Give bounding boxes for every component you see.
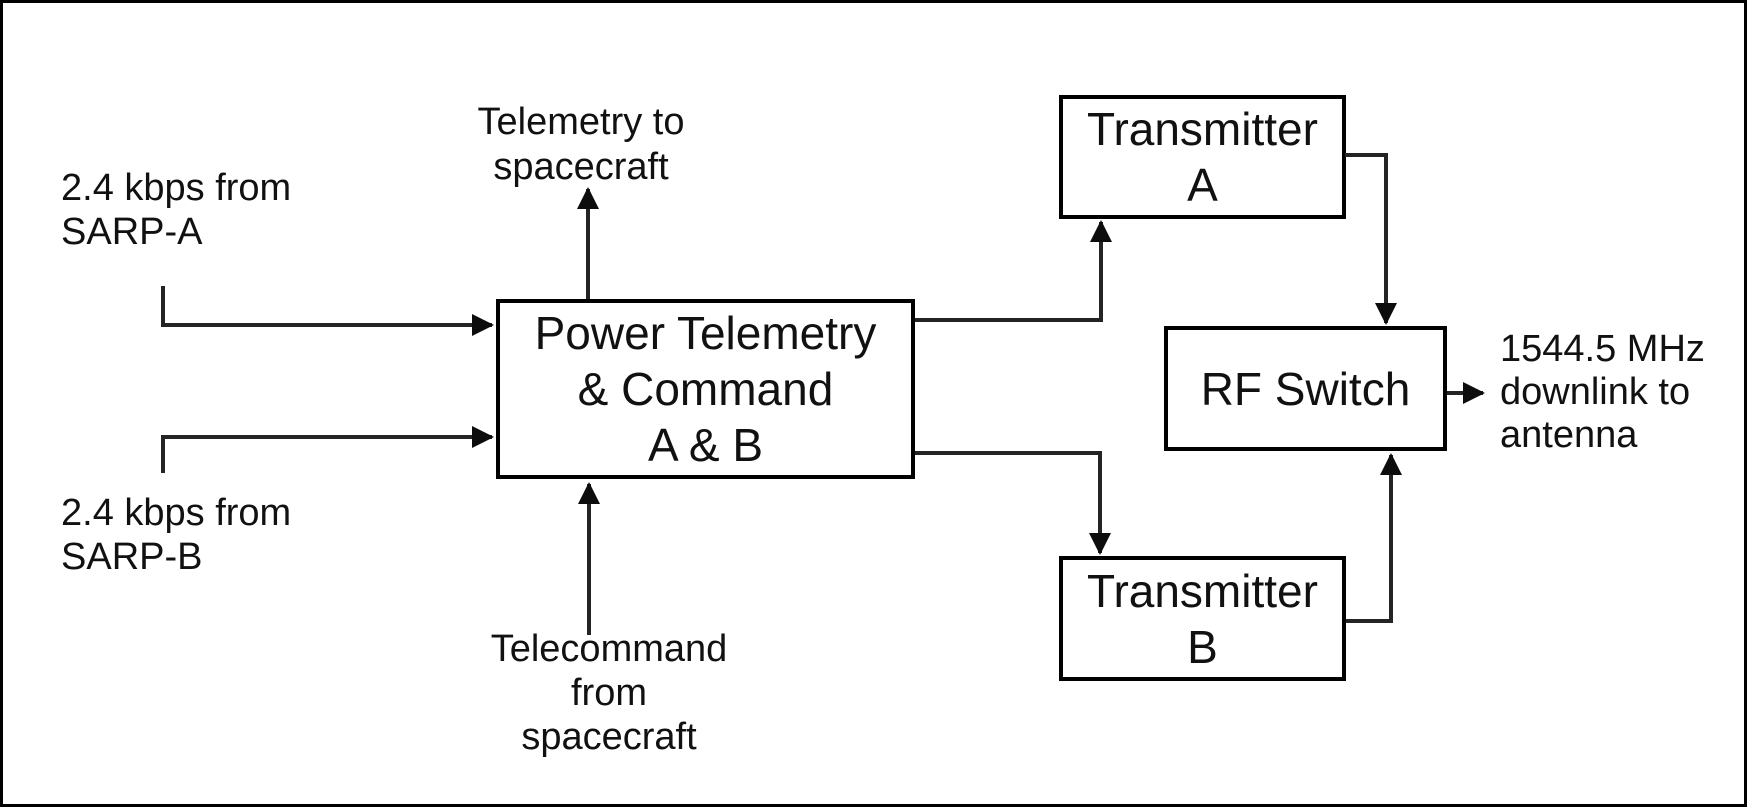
label-telemetry-output: Telemetry to spacecraft: [477, 101, 685, 188]
label-downlink-output: 1544.5 MHz downlink to antenna: [1500, 328, 1705, 456]
label-sarp-a-input: 2.4 kbps from SARP-A: [61, 167, 292, 253]
block-rf-switch: RF Switch: [1164, 326, 1447, 451]
connector-transmitter-b-to-rf-switch: [1346, 453, 1402, 623]
block-transmitter-b: Transmitter B: [1059, 556, 1346, 681]
connector-transmitter-a-to-rf-switch: [1345, 153, 1397, 325]
block-transmitter-a: Transmitter A: [1059, 95, 1346, 219]
connector-sarpa-to-power: [161, 286, 494, 336]
connector-sarpb-to-power: [161, 426, 494, 473]
label-telecommand-input: Telecommand from spacecraft: [490, 628, 728, 758]
connector-power-to-transmitter-b: [915, 451, 1111, 555]
connector-power-to-transmitter-a: [915, 220, 1112, 322]
label-sarp-b-input: 2.4 kbps from SARP-B: [61, 492, 292, 578]
block-power-telemetry-command: Power Telemetry & Command A & B: [496, 299, 915, 479]
